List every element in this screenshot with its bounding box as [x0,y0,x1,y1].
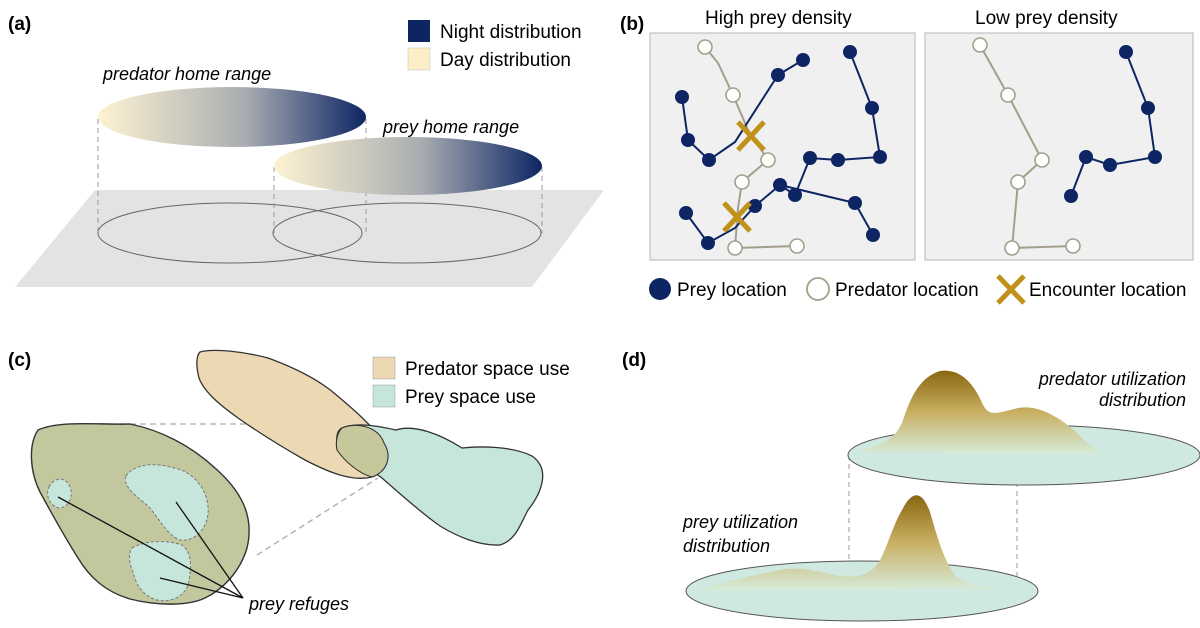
high-density-title: High prey density [705,8,852,29]
predator-location-legend-label: Predator location [835,280,979,301]
prey-space-swatch [372,384,396,408]
panel-a: (a) Night distribution Day distribution … [8,14,604,287]
panel-b: (b) High prey density Low prey density [620,8,1194,305]
predator-location-legend-marker [806,277,830,301]
low-density-box [924,32,1194,261]
zoom-lines [120,423,379,556]
predator-space-swatch [372,356,396,380]
predator-track-low [979,44,1074,250]
overlap-zoom-region [30,422,250,605]
prey-locations-high [675,45,887,250]
prey-ud-label-line2: distribution [683,536,770,556]
panel-c: (c) Predator space use Prey space use pr… [8,349,570,614]
predator-ud-surface [858,370,1100,454]
night-legend-swatch [408,20,430,42]
low-density-title: Low prey density [975,8,1118,29]
day-legend-label: Day distribution [440,50,571,71]
day-legend-swatch [407,47,431,71]
prey-footprint [272,202,542,264]
ground-plane [15,190,604,287]
prey-locations-low [1064,45,1162,203]
panel-a-label: (a) [8,14,31,35]
predator-footprint [97,202,363,264]
space-use-overlap [335,424,389,478]
prey-location-legend-label: Prey location [677,280,787,301]
panel-c-label: (c) [8,350,31,371]
refuge-pointer-lines [57,496,244,599]
predator-space-label: Predator space use [405,359,570,380]
predator-ud-label-line2: distribution [1099,390,1186,410]
prey-space-label: Prey space use [405,387,536,408]
prey-ud-label-line1: prey utilization [682,512,798,532]
panel-b-label: (b) [620,14,644,35]
prey-home-range-label: prey home range [382,117,519,137]
predator-home-range-label: predator home range [102,64,271,84]
predator-locations-high [697,39,805,256]
prey-home-range [274,137,542,195]
encounter-locations-high [722,120,766,233]
predator-ud-label-line1: predator utilization [1038,369,1186,389]
encounter-legend-marker [996,274,1026,305]
prey-ud-surface [696,495,1008,590]
predator-locations-low [972,37,1081,256]
encounter-location-legend-label: Encounter location [1029,280,1186,301]
prey-refuge-patches [47,464,209,602]
prey-location-legend-marker [649,278,671,300]
night-legend-label: Night distribution [440,22,582,43]
predator-home-range [98,87,366,147]
panel-d-label: (d) [622,350,646,371]
panel-d: (d) predator utilization distribution pr… [622,350,1200,622]
prey-refuges-label: prey refuges [248,594,349,614]
prey-ud-base [685,560,1039,622]
